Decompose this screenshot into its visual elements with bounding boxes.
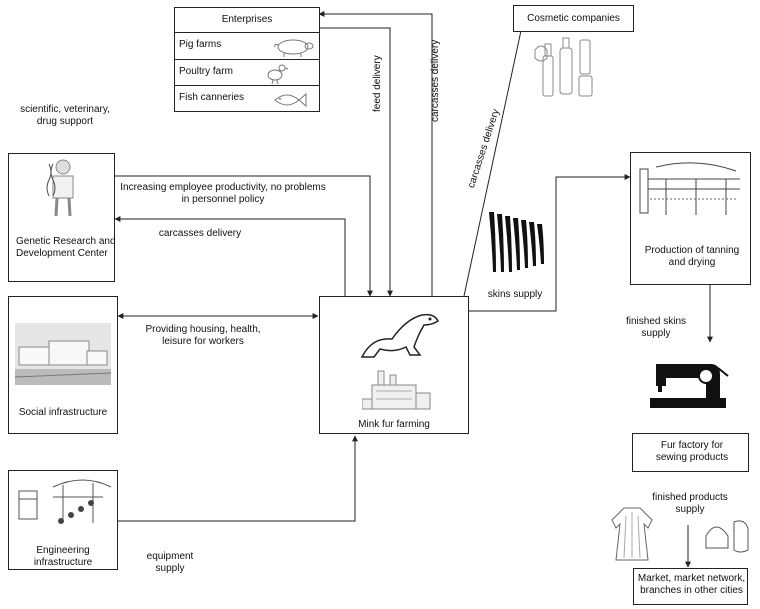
sewing-machine-icon [650,364,729,408]
skins-supply-label: skins supply [487,289,543,300]
engineering-label: Engineering infrastructure [33,545,93,568]
feed-arrow [319,27,393,297]
social-infrastructure-box: Social infrastructure [8,296,118,434]
cosmetic-label: Cosmetic companies [527,13,620,24]
equipment-arrow [118,435,358,522]
mink-icon [360,313,439,358]
genetic-label: Genetic Research and Development Center [16,236,116,259]
skins-arrow [469,174,631,312]
productivity-arrow [115,175,373,297]
market-label: Market, market network, branches in othe… [637,573,746,596]
cosmetics-icon [534,37,593,97]
enterprise-row-poultry: Poultry farm [175,59,319,86]
carcasses-diag-arrow [463,25,524,297]
mink-label: Mink fur farming [358,419,430,430]
factory-icon [362,370,431,410]
scientist-icon [46,159,74,217]
fish-icon [274,92,307,108]
buildings-icon [15,323,111,385]
engineering-infrastructure-box: Engineering infrastructure [8,470,118,570]
enterprise-row-pig: Pig farms [175,32,319,60]
chicken-icon [267,64,289,84]
enterprises-title: Enterprises [221,14,273,25]
scientific-support-label: scientific, veterinary, drug support [20,104,110,127]
productivity-label: Increasing employee productivity, no pro… [120,182,326,205]
carcasses-left-arrow [114,216,346,296]
tanning-machine-icon [639,162,740,215]
enterprise-row-fish: Fish canneries [175,85,319,114]
tanning-production-box: Production of tanning and drying [630,152,751,285]
fur-hats-icon [705,520,749,553]
enterprise-label: Fish canneries [179,92,245,103]
enterprise-label: Poultry farm [179,66,233,77]
fur-coat-icon [611,507,653,561]
genetic-research-box: Genetic Research and Development Center [8,153,116,282]
equipment-label: equipment supply [146,551,194,574]
cosmetic-companies-box: Cosmetic companies [513,5,634,32]
mink-fur-farming-box: Mink fur farming [319,296,469,434]
enterprise-label: Pig farms [179,39,222,50]
finished-skins-label: finished skins supply [625,316,687,339]
enterprises-box: Enterprises Pig farms Poultry farm Fish … [174,7,320,112]
housing-label: Providing housing, health, leisure for w… [145,324,261,347]
pig-icon [274,39,314,57]
carcasses-left-label: carcasses delivery [158,228,242,239]
market-box: Market, market network, branches in othe… [633,568,748,605]
feed-delivery-label: feed delivery [372,55,383,112]
carcasses-up-label: carcasses delivery [430,39,441,122]
social-label: Social infrastructure [18,407,108,418]
tanning-label: Production of tanning and drying [644,245,740,268]
finished-products-label: finished products supply [652,492,728,515]
carcasses-up-arrow [318,11,433,296]
skins-icon [489,212,544,272]
machinery-icon [18,479,112,524]
fur-factory-label: Fur factory for sewing products [655,440,729,463]
fur-factory-box: Fur factory for sewing products [632,433,749,472]
